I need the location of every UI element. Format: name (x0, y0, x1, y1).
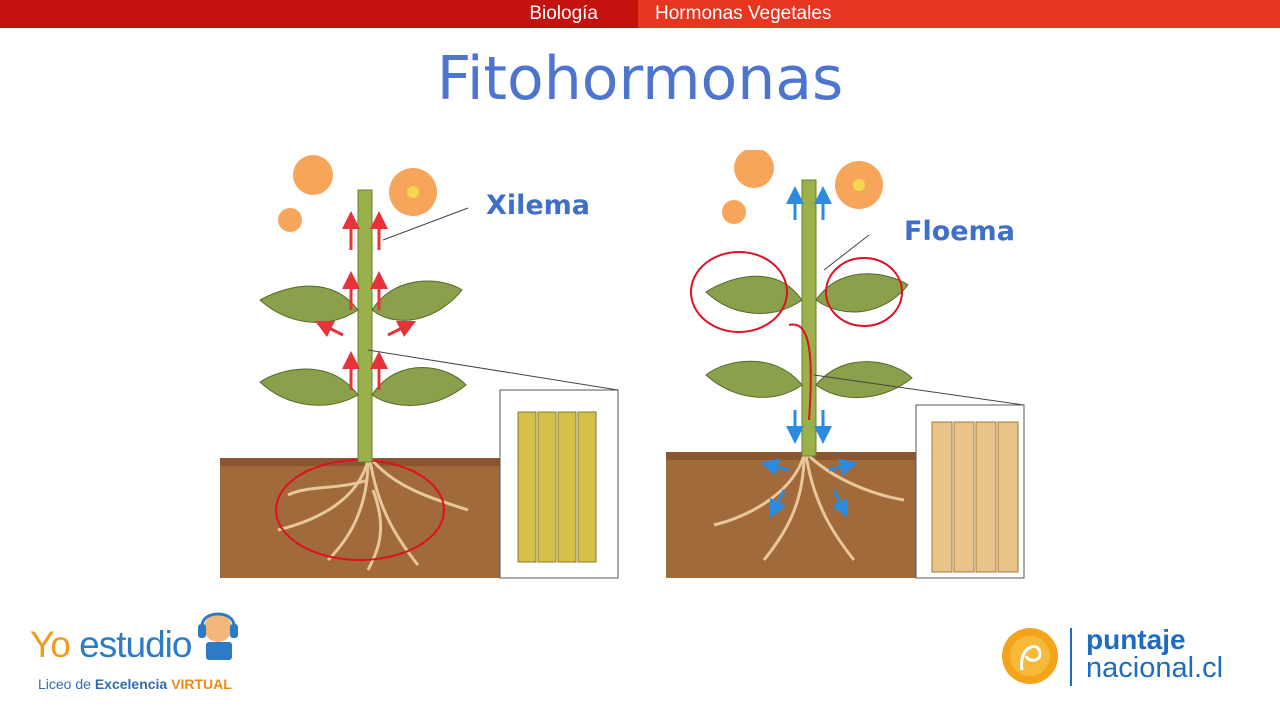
yo-estudio-wordmark: Yo estudio (30, 624, 192, 665)
liceo-tagline: Liceo de Excelencia VIRTUAL (38, 676, 232, 692)
puntaje-nacional-logo: puntaje nacional.cl (1000, 622, 1250, 692)
xylem-illustration (218, 150, 623, 582)
logo-line2: nacional.cl (1086, 652, 1224, 684)
top-bar: Biología Hormonas Vegetales (0, 0, 1280, 28)
phloem-illustration (664, 150, 1026, 582)
logo-line1: puntaje (1086, 624, 1186, 655)
xylem-label: Xilema (486, 190, 590, 221)
puntaje-nacional-emblem-icon (1002, 628, 1058, 684)
mascot-icon (196, 610, 240, 669)
slide-title: Fitohormonas (436, 44, 844, 114)
subject-label: Biología (529, 3, 598, 24)
logo-divider (1070, 628, 1072, 686)
topic-label: Hormonas Vegetales (655, 3, 832, 24)
subject-segment: Biología (0, 0, 638, 28)
phloem-label: Floema (904, 216, 1015, 247)
yo-estudio-logo: Yo estudio Liceo de Excelencia VIRTUAL (28, 610, 258, 700)
topic-segment: Hormonas Vegetales (638, 0, 1280, 28)
